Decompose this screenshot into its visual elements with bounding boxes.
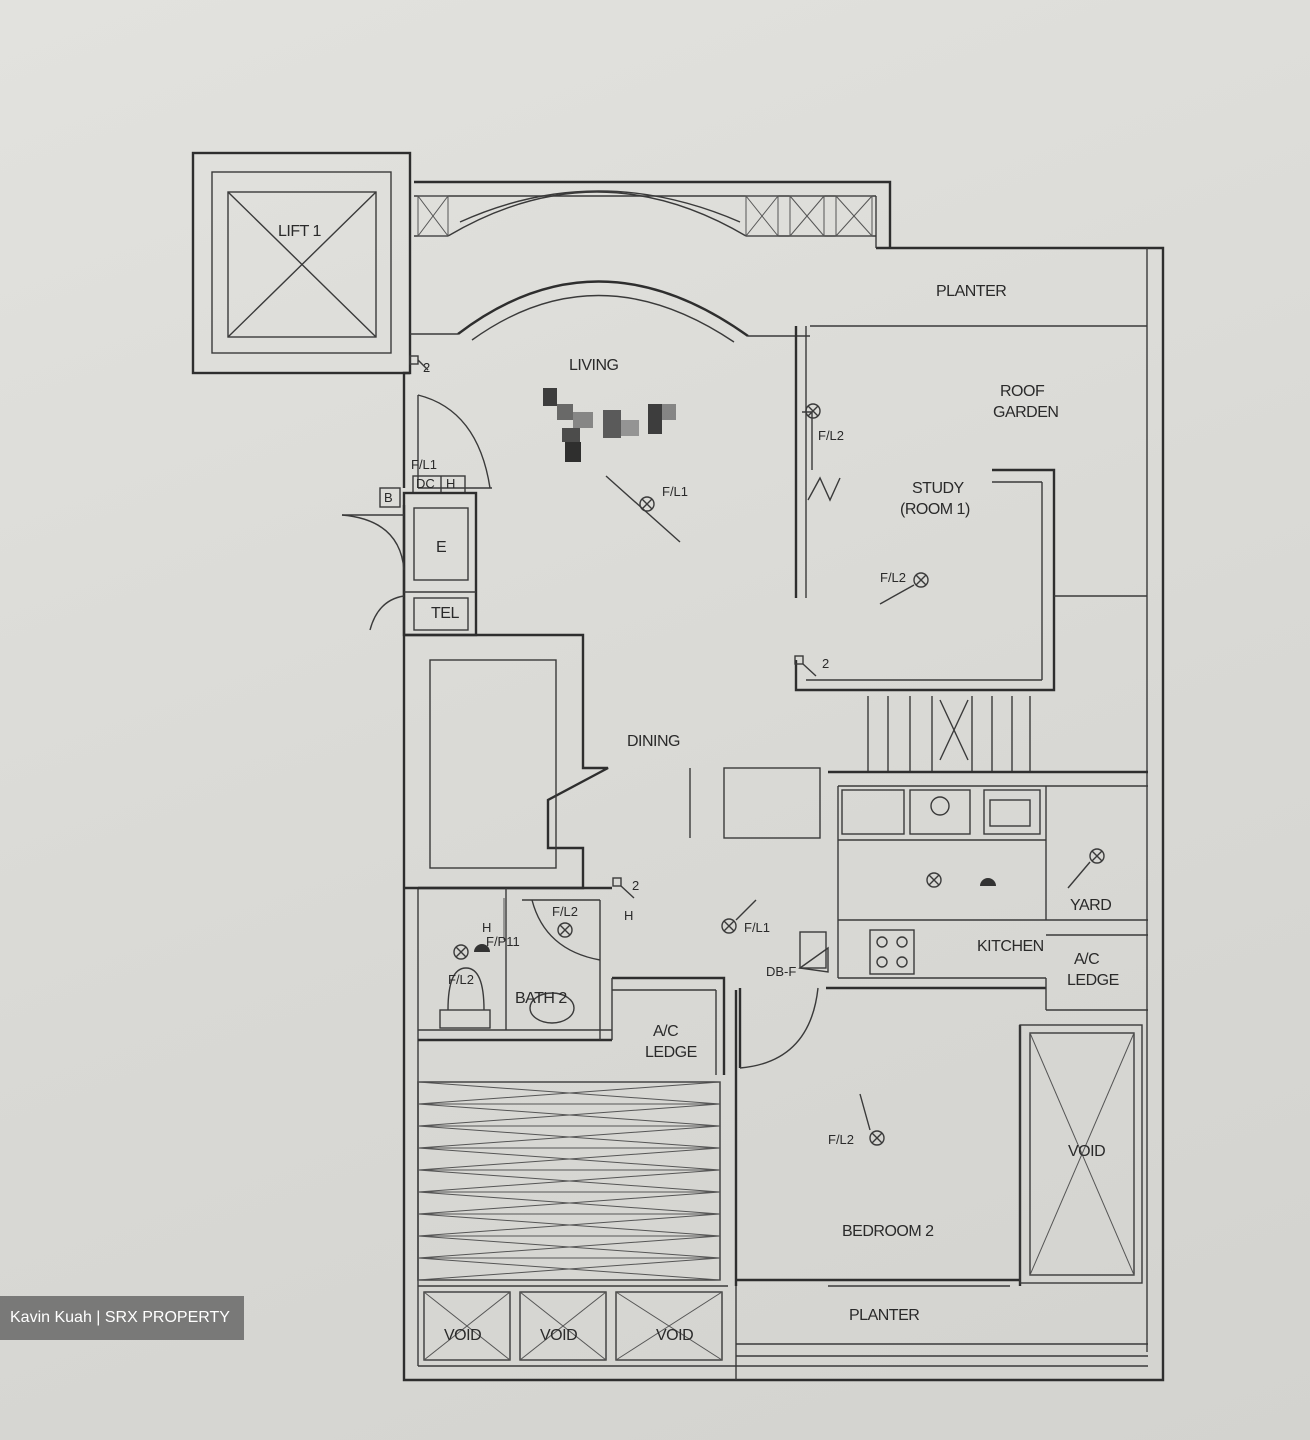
ac-ledge-mid-label-2: LEDGE <box>645 1044 697 1061</box>
right-void <box>1019 1024 1143 1284</box>
planter-top-label: PLANTER <box>936 283 1006 300</box>
fl1-store-code: F/L1 <box>411 457 437 472</box>
roof-garden-label-1: ROOF <box>1000 383 1045 400</box>
dc-label: DC <box>416 476 435 491</box>
light-fixture-icon <box>605 475 681 543</box>
study-label-1: STUDY <box>912 480 965 497</box>
roof-garden-label-2: GARDEN <box>993 404 1058 421</box>
pixelated-mark <box>543 388 676 462</box>
hatched-grille <box>417 990 738 1286</box>
light-fixture-icon <box>721 899 757 934</box>
switch-symbols <box>409 355 817 899</box>
light-fixture-icon <box>474 878 996 952</box>
study-walls <box>794 326 1147 692</box>
light-fixture-icon <box>805 403 821 419</box>
study-label-2: (ROOM 1) <box>900 501 970 518</box>
feature-wall <box>404 633 609 890</box>
ac-ledge-mid <box>611 976 819 1075</box>
e-closet-label: E <box>436 539 446 556</box>
void-label-1: VOID <box>444 1327 481 1344</box>
switch-2-b: 2 <box>822 656 829 671</box>
light-fixture-icon <box>557 922 573 938</box>
tel-label: TEL <box>431 605 459 622</box>
kitchen-label: KITCHEN <box>977 938 1044 955</box>
planter-top <box>810 236 1165 1366</box>
fp11-code: F/P11 <box>486 934 520 949</box>
fl2-bath-code: F/L2 <box>552 904 578 919</box>
watermark-credit: Kavin Kuah | SRX PROPERTY <box>0 1296 244 1340</box>
fl2-partition-code: F/L2 <box>818 428 844 443</box>
dining-label: DINING <box>627 733 680 750</box>
stairs <box>867 696 1031 772</box>
void-right-label: VOID <box>1068 1143 1105 1160</box>
top-balcony <box>414 180 892 248</box>
bedroom-2-label: BEDROOM 2 <box>842 1223 934 1240</box>
bedroom-2-walls <box>736 1025 1148 1357</box>
ac-ledge-mid-label-1: A/C <box>653 1023 678 1040</box>
void-label-3: VOID <box>656 1327 693 1344</box>
h-dining-code: H <box>624 908 633 923</box>
bath-2-label: BATH 2 <box>515 990 567 1007</box>
switch-2-c: 2 <box>632 878 639 893</box>
bottom-voids <box>418 1285 737 1380</box>
db-f-code: DB-F <box>766 964 796 979</box>
b-label: B <box>384 490 393 505</box>
living-arch <box>410 280 810 343</box>
h-bath-code: H <box>482 920 491 935</box>
light-fixture-icon <box>879 572 929 605</box>
living-label: LIVING <box>569 357 619 374</box>
ac-ledge-right-label-1: A/C <box>1074 951 1099 968</box>
lift-label: LIFT 1 <box>278 223 322 240</box>
light-symbols <box>453 403 1105 1146</box>
void-label-2: VOID <box>540 1327 577 1344</box>
fl1-dining-code: F/L1 <box>744 920 770 935</box>
light-fixture-icon <box>453 944 469 960</box>
light-fixture-icon <box>1067 848 1105 889</box>
h-label: H <box>446 476 455 491</box>
fl1-living-code: F/L1 <box>662 484 688 499</box>
light-fixture-icon <box>859 1093 885 1146</box>
bath-2 <box>418 886 612 1042</box>
lift-shaft <box>191 151 412 375</box>
planter-bottom-label: PLANTER <box>849 1307 919 1324</box>
yard-label: YARD <box>1070 897 1111 914</box>
dining-fixtures <box>689 767 829 973</box>
fl2-bedroom-code: F/L2 <box>828 1132 854 1147</box>
kitchen-area <box>826 770 1148 1011</box>
ac-ledge-right-label-2: LEDGE <box>1067 972 1119 989</box>
switch-2-a: 2 <box>423 360 430 375</box>
fl2-bath-wc-code: F/L2 <box>448 972 474 987</box>
light-fixture-icon <box>926 872 942 888</box>
fl2-study-code: F/L2 <box>880 570 906 585</box>
